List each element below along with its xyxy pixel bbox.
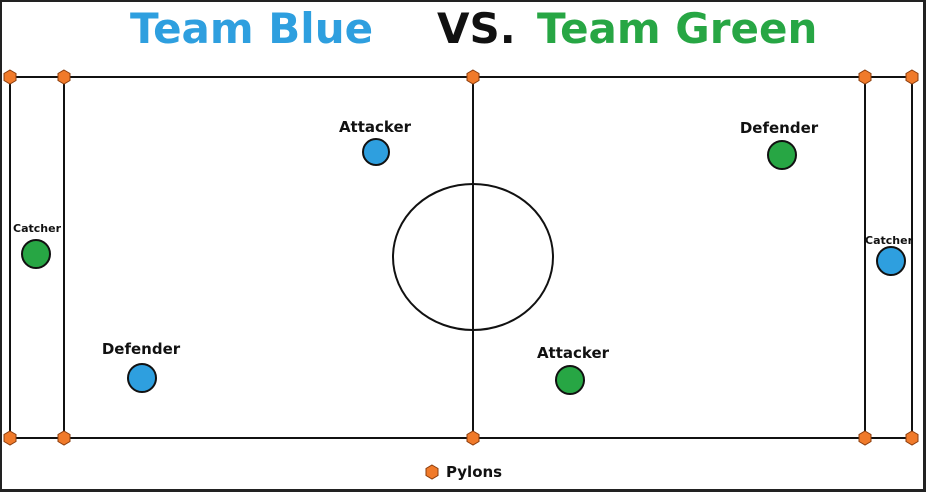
blue-defender-marker — [127, 363, 157, 393]
pylon-icon — [3, 430, 17, 446]
green-catcher-marker — [21, 239, 51, 269]
pylon-icon — [858, 430, 872, 446]
title-vs: VS. — [437, 4, 516, 53]
pylon-icon — [3, 69, 17, 85]
green-defender-marker — [767, 140, 797, 170]
players — [21, 138, 906, 395]
player-labels: Attacker Defender Catcher Attacker Defen… — [13, 118, 914, 362]
field-lines — [9, 76, 913, 439]
center-circle — [392, 183, 554, 331]
title: Team Blue VS. Team Green — [0, 4, 926, 54]
legend: Pylons — [424, 461, 502, 483]
pylon-icon — [466, 69, 480, 85]
pylon-icon — [57, 430, 71, 446]
green-defender-label: Defender — [740, 119, 819, 137]
blue-catcher-label: Catcher — [865, 234, 914, 247]
legend-pylons-label: Pylons — [446, 463, 503, 481]
blue-attacker-label: Attacker — [339, 118, 412, 136]
pylon-icon — [57, 69, 71, 85]
outer-boundary — [9, 76, 913, 439]
green-catcher-label: Catcher — [13, 222, 62, 235]
pylon-icon — [466, 430, 480, 446]
title-team-blue: Team Blue — [130, 4, 374, 53]
hexagon-icon — [425, 464, 439, 480]
blue-catcher-marker — [876, 246, 906, 276]
green-attacker-label: Attacker — [537, 344, 610, 362]
pylon-icon — [858, 69, 872, 85]
title-team-green: Team Green — [537, 4, 818, 53]
pylons — [3, 69, 919, 446]
green-attacker-marker — [555, 365, 585, 395]
blue-attacker-marker — [362, 138, 390, 166]
blue-defender-label: Defender — [102, 340, 181, 358]
pylon-icon — [905, 430, 919, 446]
pylon-icon — [905, 69, 919, 85]
